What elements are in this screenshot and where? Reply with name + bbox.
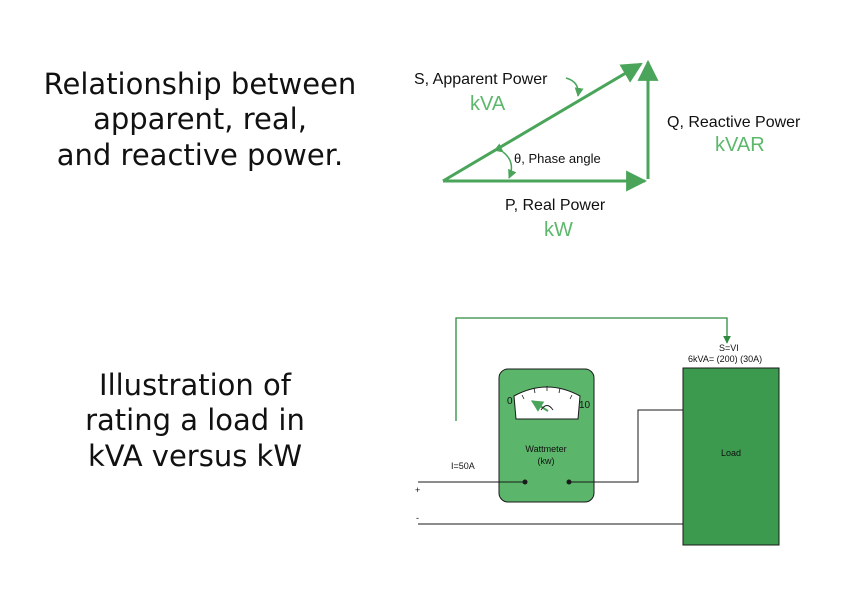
load-label: Load [721,448,741,458]
heading-line: and reactive power. [56,137,344,172]
load-rating-heading: Illustration of rating a load in kVA ver… [40,368,350,474]
plus-terminal-label: + [415,485,420,495]
apparent-power-label: S, Apparent Power [414,71,548,88]
reactive-power-unit: kVAR [715,134,765,156]
wattmeter-unit-label: (kw) [538,456,555,466]
minus-terminal-label: - [416,513,419,523]
needle-pivot [540,405,554,411]
meter-terminal-in [522,479,528,485]
heading-line: apparent, real, [93,102,307,137]
apparent-pointer-arrow [565,77,584,97]
rating-label: 6kVA= (200) (30A) [688,354,762,364]
load-circuit: S=VI 6kVA= (200) (30A) Load 0 10 Wattmet… [415,317,780,546]
heading-line: Relationship between [43,67,357,101]
real-power-unit: kW [544,219,573,241]
heading-line: rating a load in [85,403,305,438]
heading-line: Illustration of [99,368,291,402]
apparent-power-vector [442,62,643,183]
dial-needle [530,400,549,412]
feedback-wire [455,317,731,421]
phase-angle-arc [493,143,517,179]
current-label: I=50A [451,461,475,471]
meter-to-load-wire [569,409,683,483]
phase-angle-label: θ, Phase angle [514,151,601,166]
real-power-label: P, Real Power [505,197,606,214]
scale-min-label: 0 [507,396,513,407]
load-box [682,367,780,546]
wattmeter-label: Wattmeter [525,444,566,454]
power-relationship-heading: Relationship between apparent, real, and… [20,67,380,173]
heading-line: kVA versus kW [87,438,303,473]
formula-label: S=VI [719,343,739,353]
power-triangle: S, Apparent Power kVA Q, Reactive Power … [414,59,801,241]
scale-max-label: 10 [579,400,591,411]
reactive-power-label: Q, Reactive Power [667,114,801,131]
wattmeter-dial [513,386,581,420]
dial-ticks [521,386,573,400]
apparent-power-unit: kVA [470,93,506,115]
